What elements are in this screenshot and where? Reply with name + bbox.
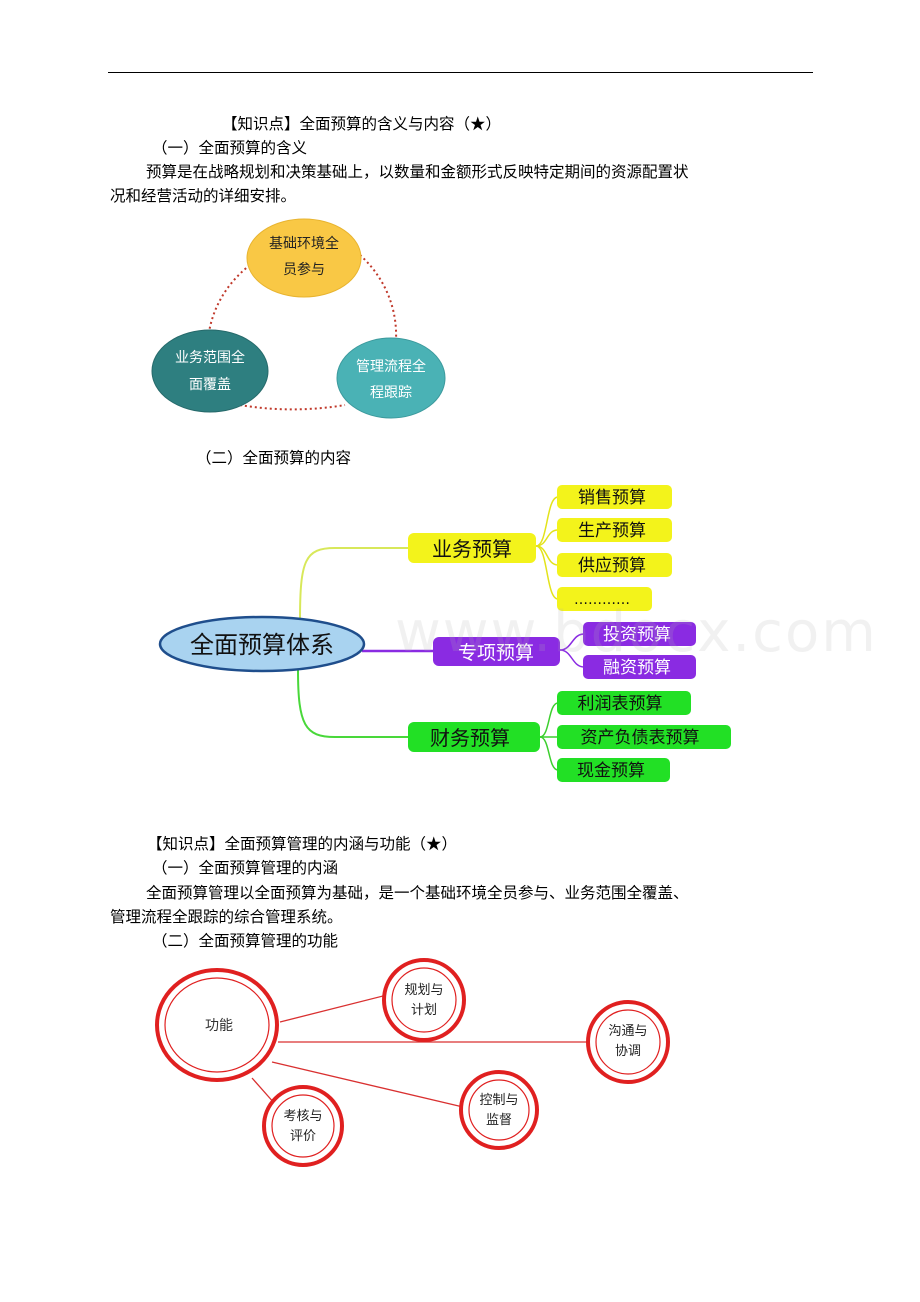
node-sales-budget-label: 销售预算 [578,488,646,508]
node-income-statement-budget [557,691,691,715]
function-center-label: 功能 [205,1018,233,1034]
node-business-label: 业务预算 [432,537,512,561]
function-planning-inner [391,967,457,1033]
function-control-line1: 控制与 [479,1093,518,1108]
branch-business-3 [535,545,559,566]
node-more-label: ………… [574,592,630,608]
watermark: www.bdocx.com [395,600,878,665]
cycle-node-right-line2: 程跟踪 [370,385,412,401]
node-investment-budget-label: 投资预算 [603,625,671,645]
section2-sub2: （二）全面预算管理的功能 [152,932,339,950]
section1-heading: 【知识点】全面预算的含义与内容（★） [222,115,502,133]
function-communication-line2: 协调 [615,1044,641,1059]
branch-finance [297,669,410,738]
function-evaluation-inner [271,1094,335,1158]
function-control-line2: 监督 [486,1113,512,1128]
header-rule [108,72,813,73]
section1-para1-line1: 预算是在战略规划和决策基础上，以数量和金额形式反映特定期间的资源配置状 [146,163,689,181]
branch-business-2 [535,529,559,547]
node-investment-budget [583,622,696,646]
link-planning [279,994,388,1023]
node-production-budget-label: 生产预算 [578,521,646,541]
link-control [271,1061,464,1108]
mindmap-root-label: 全面预算体系 [190,631,334,659]
section2-para-line1: 全面预算管理以全面预算为基础，是一个基础环境全员参与、业务范围全覆盖、 [146,884,689,902]
branch-business-4 [535,545,559,600]
cycle-node-top-line2: 员参与 [283,261,325,278]
section2-sub1: （一）全面预算管理的内涵 [152,859,339,877]
node-more [557,587,652,611]
cycle-node-right [336,337,446,419]
section2-heading: 【知识点】全面预算管理的内涵与功能（★） [147,835,458,853]
node-finance-label: 财务预算 [430,726,510,750]
cycle-node-left [151,329,269,413]
node-supply-budget-label: 供应预算 [578,556,646,576]
node-finance [408,722,540,752]
cycle-node-left-line2: 面覆盖 [189,377,231,393]
budget-mindmap: 全面预算体系 业务预算 销售预算 生产预算 供应预算 ………… 专项预算 投资预… [158,485,731,782]
branch-finance-3 [539,736,559,771]
function-diagram: 功能 规划与 计划 沟通与 协调 控制与 监督 考核与 评价 [155,958,670,1167]
node-income-statement-budget-label: 利润表预算 [578,694,663,714]
cycle-diagram: 基础环境全 员参与 业务范围全 面覆盖 管理流程全 程跟踪 [151,218,446,419]
section1-sub1: （一）全面预算的含义 [152,139,308,157]
node-financing-budget [583,655,696,679]
node-cash-budget [557,758,670,782]
branch-finance-1 [539,702,559,738]
node-production-budget [557,518,672,542]
branch-special-2 [559,649,585,668]
function-planning-line1: 规划与 [404,983,443,998]
section1-para1-line2: 况和经营活动的详细安排。 [110,187,297,205]
function-center-inner [164,977,270,1073]
cycle-node-top-line1: 基础环境全 [269,235,339,252]
cycle-node-right-line1: 管理流程全 [356,358,426,375]
branch-special-1 [559,633,585,651]
cycle-node-top [246,218,362,298]
node-special-label: 专项预算 [458,642,534,664]
function-communication-inner [595,1009,661,1075]
branch-business [299,547,410,621]
node-special [433,637,560,666]
function-control-inner [468,1079,530,1141]
cycle-node-left-line1: 业务范围全 [175,349,245,366]
node-sales-budget [557,485,672,509]
cycle-arc-bottom [239,404,346,411]
node-financing-budget-label: 融资预算 [603,658,671,678]
function-evaluation-line2: 评价 [290,1129,316,1144]
node-supply-budget [557,553,672,577]
node-business [408,533,536,563]
cycle-arc-left [207,264,251,341]
branch-business-1 [535,496,559,547]
link-evaluation [251,1077,276,1105]
node-balance-sheet-budget [557,725,731,749]
function-communication-line1: 沟通与 [608,1024,647,1039]
node-cash-budget-label: 现金预算 [577,761,645,781]
section1-sub2: （二）全面预算的内容 [196,449,352,467]
node-balance-sheet-budget-label: 资产负债表预算 [581,728,700,748]
function-planning-line2: 计划 [411,1003,437,1018]
mindmap-root [158,615,366,673]
section2-para-line2: 管理流程全跟踪的综合管理系统。 [110,908,343,926]
cycle-arc-right [359,254,398,341]
function-evaluation-line1: 考核与 [283,1109,322,1124]
